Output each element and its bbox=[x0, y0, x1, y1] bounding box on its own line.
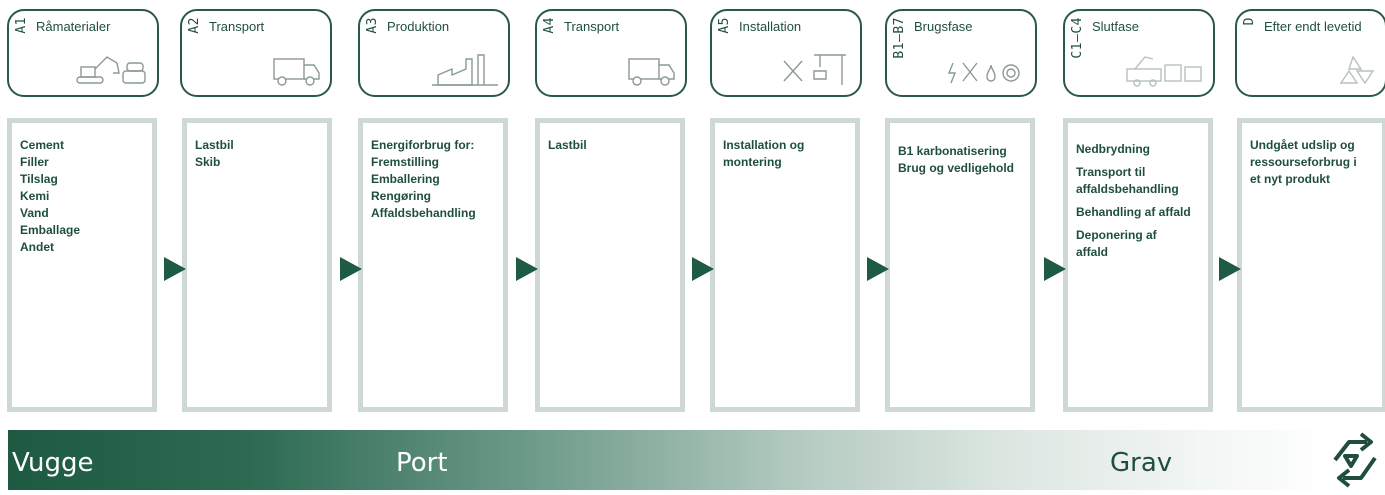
stage-name: Transport bbox=[564, 19, 620, 34]
box-line: Lastbil bbox=[548, 138, 587, 152]
excavator-and-materials-icon bbox=[76, 56, 146, 84]
flow-arrow bbox=[516, 257, 538, 281]
stage-header-a3: A3 Produktion bbox=[358, 9, 510, 97]
box-line: Brug og vedligehold bbox=[898, 161, 1014, 175]
factory-icon bbox=[432, 54, 498, 86]
box-line: Undgået udslip og bbox=[1250, 138, 1355, 152]
box-line: Tilslag bbox=[20, 172, 58, 186]
stage-name: Slutfase bbox=[1092, 19, 1139, 34]
flow-arrow bbox=[1219, 257, 1241, 281]
stage-code: A3 bbox=[365, 17, 380, 34]
content-box-a1: Cement Filler Tilslag Kemi Vand Emballag… bbox=[7, 118, 157, 412]
content-box-a4: Lastbil bbox=[535, 118, 685, 412]
truck-icon bbox=[628, 58, 675, 86]
stage-name: Brugsfase bbox=[914, 19, 973, 34]
box-line: Filler bbox=[20, 155, 49, 169]
energy-tools-water-gear-icon bbox=[947, 62, 1020, 84]
box-line: et nyt produkt bbox=[1250, 172, 1330, 186]
stage-header-a4: A4 Transport bbox=[535, 9, 687, 97]
flow-arrow bbox=[340, 257, 362, 281]
cycle-arrows-icon bbox=[1333, 432, 1377, 488]
stage-code: A2 bbox=[187, 17, 202, 34]
box-line: Nedbrydning bbox=[1076, 142, 1150, 156]
flow-arrow bbox=[164, 257, 186, 281]
demolition-truck-container-icon bbox=[1126, 56, 1202, 87]
stage-code: A5 bbox=[717, 17, 732, 34]
box-line: Energiforbrug for: bbox=[371, 138, 475, 152]
truck-icon bbox=[273, 58, 320, 86]
stage-name: Produktion bbox=[387, 19, 450, 34]
stage-code: C1–C4 bbox=[1070, 17, 1085, 59]
stage-header-a5: A5 Installation bbox=[710, 9, 862, 97]
box-line: affald bbox=[1076, 245, 1109, 259]
stage-code: B1–B7 bbox=[892, 17, 907, 59]
recycle-icon bbox=[1339, 55, 1375, 85]
box-line: Vand bbox=[20, 206, 49, 220]
stage-code: A1 bbox=[14, 17, 29, 34]
box-line: montering bbox=[723, 155, 782, 169]
box-line: Emballage bbox=[20, 223, 81, 237]
lifecycle-bar: Vugge Port Grav bbox=[8, 430, 1334, 490]
content-box-c1-c4: Nedbrydning Transport til affaldsbehandl… bbox=[1063, 118, 1213, 412]
vugge-label: Vugge bbox=[12, 448, 94, 478]
content-box-a3: Energiforbrug for: Fremstilling Emballer… bbox=[358, 118, 508, 412]
content-box-a2: Lastbil Skib bbox=[182, 118, 332, 412]
flow-arrow bbox=[692, 257, 714, 281]
box-line: Deponering af bbox=[1076, 228, 1157, 242]
stage-header-d: D Efter endt levetid bbox=[1235, 9, 1385, 97]
box-line: Skib bbox=[195, 155, 221, 169]
stage-name: Transport bbox=[209, 19, 265, 34]
box-line: Kemi bbox=[20, 189, 50, 203]
box-line: Installation og bbox=[723, 138, 805, 152]
box-line: Fremstilling bbox=[371, 155, 440, 169]
box-line: Emballering bbox=[371, 172, 440, 186]
box-line: ressourseforbrug i bbox=[1250, 155, 1357, 169]
stage-code: A4 bbox=[542, 17, 557, 34]
stage-name: Installation bbox=[739, 19, 802, 34]
stage-header-b1-b7: B1–B7 Brugsfase bbox=[885, 9, 1037, 97]
flow-arrow bbox=[867, 257, 889, 281]
box-line: Lastbil bbox=[195, 138, 234, 152]
content-box-a5: Installation og montering bbox=[710, 118, 860, 412]
tools-and-crane-icon bbox=[783, 54, 846, 85]
box-line: Transport til bbox=[1076, 165, 1146, 179]
box-line: Affaldsbehandling bbox=[371, 206, 476, 220]
box-line: Behandling af affald bbox=[1076, 205, 1191, 219]
box-line: Rengøring bbox=[371, 189, 431, 203]
flow-arrow bbox=[1044, 257, 1066, 281]
box-line: Andet bbox=[20, 240, 54, 254]
grav-label: Grav bbox=[1110, 448, 1173, 478]
stage-code: D bbox=[1242, 17, 1257, 26]
port-label: Port bbox=[396, 448, 448, 478]
stage-header-c1-c4: C1–C4 Slutfase bbox=[1063, 9, 1215, 97]
stage-name: Efter endt levetid bbox=[1264, 19, 1362, 34]
box-line: affaldsbehandling bbox=[1076, 182, 1179, 196]
box-line: Cement bbox=[20, 138, 65, 152]
content-box-b1-b7: B1 karbonatisering Brug og vedligehold bbox=[885, 118, 1035, 412]
stage-name: Råmaterialer bbox=[36, 19, 111, 34]
stage-header-a2: A2 Transport bbox=[180, 9, 332, 97]
content-box-d: Undgået udslip og ressourseforbrug i et … bbox=[1237, 118, 1385, 412]
box-line: B1 karbonatisering bbox=[898, 144, 1007, 158]
stage-header-a1: A1 Råmaterialer bbox=[7, 9, 159, 97]
